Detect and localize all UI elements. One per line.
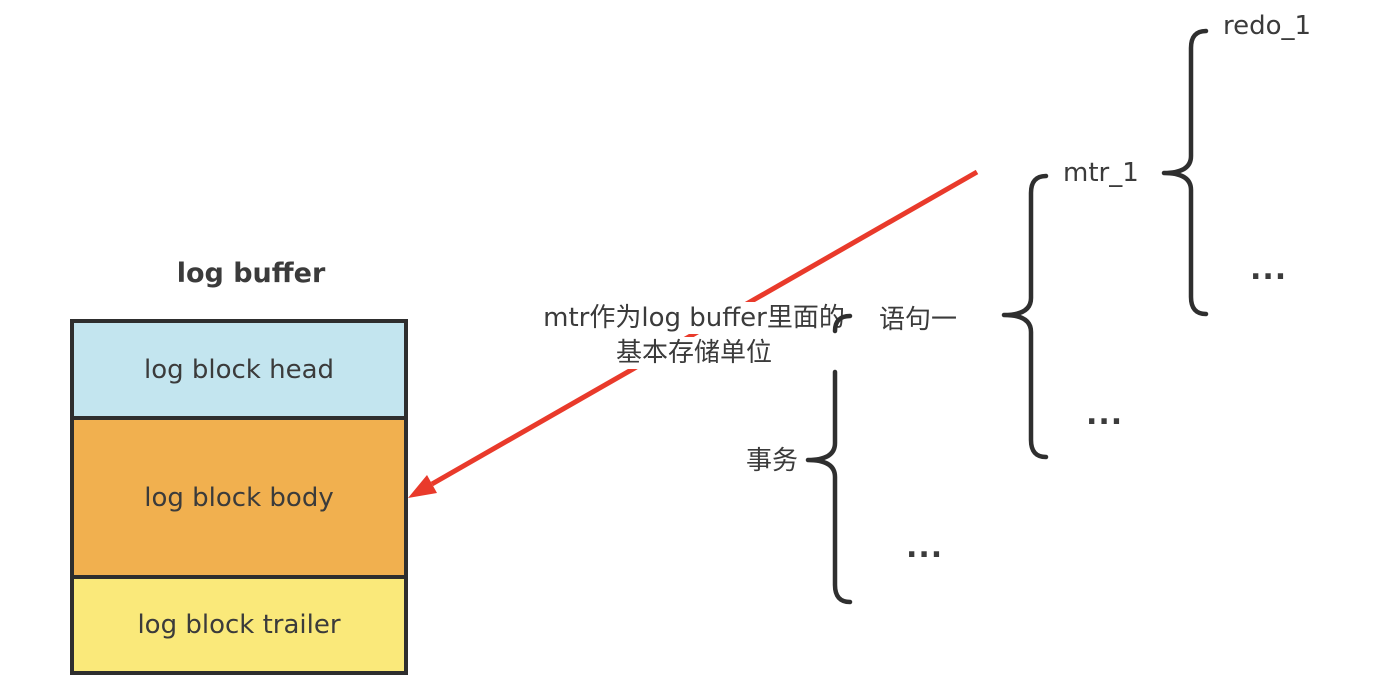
log-block-trailer: log block trailer [74, 575, 404, 671]
mtr-ellipsis: ... [1250, 252, 1288, 287]
mtr-annotation-line1: mtr作为log buffer里面的 [540, 301, 848, 336]
log-block-body: log block body [74, 416, 404, 575]
log-block-head-label: log block head [143, 354, 335, 385]
statement-label: 语句一 [879, 305, 958, 335]
log-block-head: log block head [74, 323, 404, 416]
mtr-annotation-line2: 基本存储单位 [540, 336, 848, 371]
statement-ellipsis: ... [1086, 397, 1124, 432]
log-buffer-title: log buffer [176, 258, 326, 289]
mtr-label: mtr_1 [1063, 158, 1139, 188]
log-buffer-box: log block head log block body log block … [70, 319, 408, 675]
redo-label: redo_1 [1223, 11, 1312, 41]
log-block-trailer-label: log block trailer [137, 610, 341, 640]
mtr-annotation: mtr作为log buffer里面的 基本存储单位 [540, 301, 848, 371]
log-block-body-label: log block body [144, 482, 334, 513]
transaction-ellipsis: ... [906, 530, 944, 565]
transaction-label: 事务 [746, 446, 799, 476]
red-arrow-head-icon [408, 475, 437, 498]
